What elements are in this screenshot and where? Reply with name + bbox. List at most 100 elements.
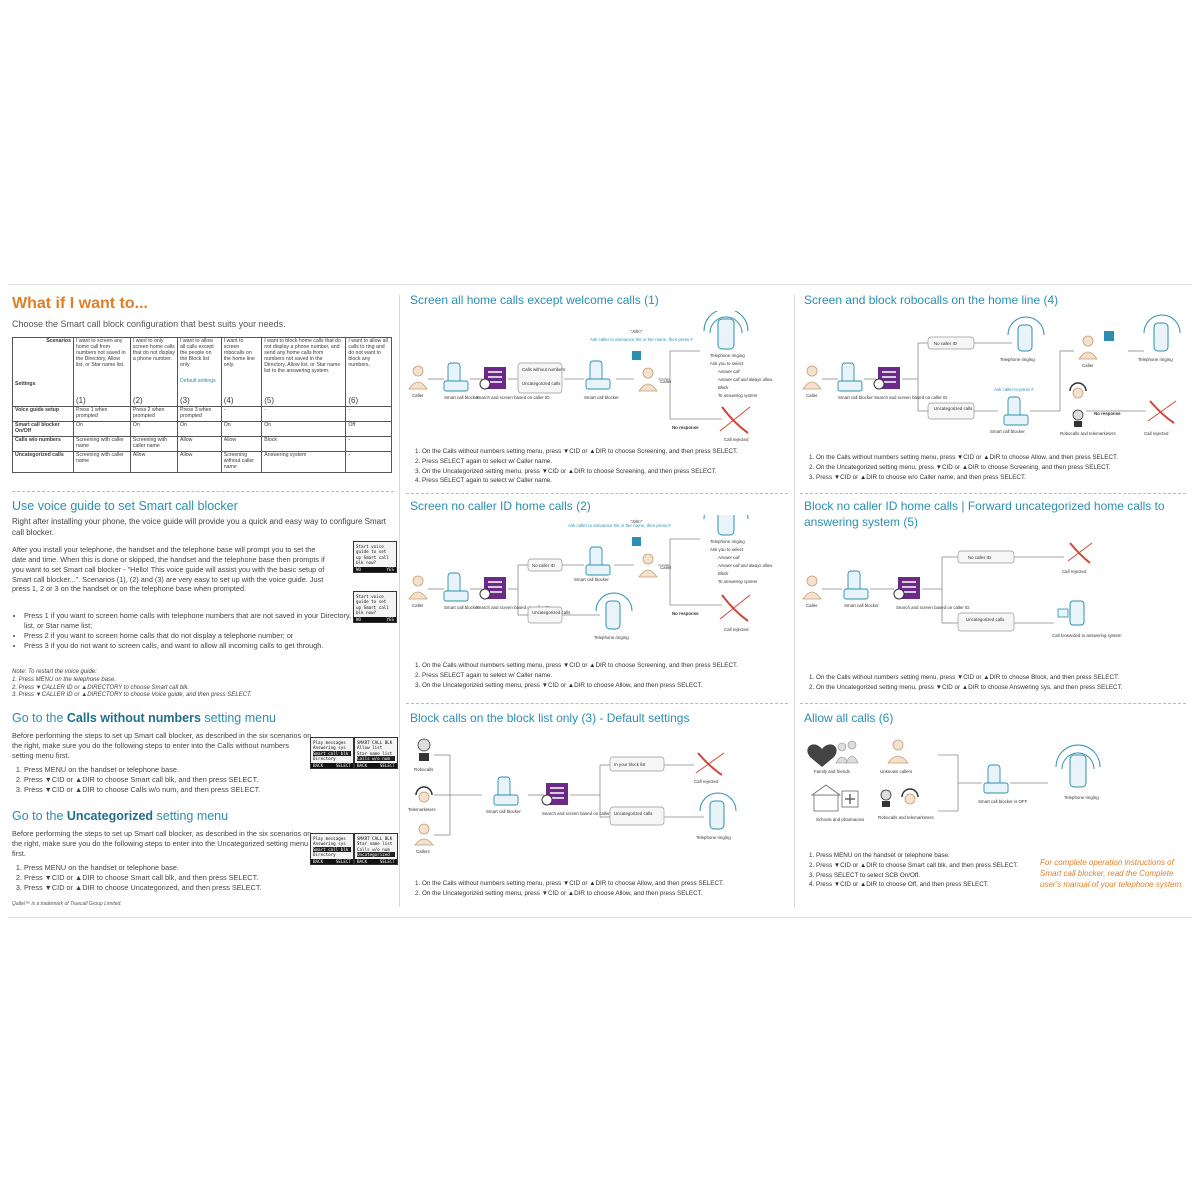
svg-text:Ask you to select: Ask you to select	[710, 547, 744, 552]
scenario-6-title: Allow all calls (6)	[804, 711, 894, 725]
svg-text:Search and screen based on cal: Search and screen based on caller ID	[476, 395, 549, 400]
scenario-6-diagram: Family and friends Unknown callers Schoo…	[807, 739, 1101, 822]
hash-key-icon	[632, 537, 641, 546]
svg-text:No caller ID: No caller ID	[934, 341, 957, 346]
svg-text:Search and screen based on cal: Search and screen based on caller ID	[874, 395, 947, 400]
voice-guide-intro: Right after installing your phone, the v…	[12, 517, 386, 537]
headset-icon	[1069, 382, 1087, 399]
ringing-phone-icon	[699, 792, 737, 830]
svg-text:Smart call blocker: Smart call blocker	[838, 395, 873, 400]
scenario-5-title: Block no caller ID home calls | Forward …	[804, 499, 1165, 529]
voice-guide-bullets: Press 1 if you want to screen home calls…	[12, 611, 382, 650]
svg-text:Telephone ringing: Telephone ringing	[1000, 357, 1035, 362]
rejected-phone-icon	[719, 406, 751, 434]
caller-icon	[414, 823, 434, 846]
caller-icon	[802, 365, 822, 390]
voice-guide-note: Note: To restart the voice guide: 1. Pre…	[12, 669, 252, 699]
caller-icon	[408, 575, 428, 600]
svg-text:Telephone ringing: Telephone ringing	[1138, 357, 1173, 362]
caller-icon	[1078, 335, 1098, 360]
robot-icon	[880, 789, 892, 807]
manual-reference-note: For complete operation instructions of S…	[1040, 858, 1184, 890]
scenario-4-diagram: Caller Smart call blocker Search and scr…	[802, 314, 1181, 436]
school-icon	[810, 784, 842, 812]
rejected-phone-icon	[1067, 542, 1093, 564]
svg-text:Schools and pharmacies: Schools and pharmacies	[816, 817, 865, 822]
svg-text:Ask caller to announce his or: Ask caller to announce his or her name, …	[590, 337, 693, 342]
svg-text:Telephone ringing: Telephone ringing	[1064, 795, 1099, 800]
svg-text:Telephone ringing: Telephone ringing	[594, 635, 629, 640]
table-row: Calls w/o numbers Screening with caller …	[12, 436, 392, 452]
configuration-table: Scenarios Settings I want to screen any …	[12, 337, 392, 473]
svg-text:Smart call blocker: Smart call blocker	[844, 603, 879, 608]
ringing-phone-icon	[1007, 316, 1045, 352]
left-column: What if I want to... Choose the Smart ca…	[8, 285, 398, 917]
svg-text:Call rejected: Call rejected	[724, 437, 749, 442]
svg-text:No caller ID: No caller ID	[968, 555, 991, 560]
scenario-header-2: I want to only screen home calls that do…	[129, 337, 179, 407]
svg-text:Smart call blocker: Smart call blocker	[486, 809, 521, 814]
search-list-icon	[479, 367, 506, 390]
svg-text:Smart call blocker is OFF: Smart call blocker is OFF	[978, 799, 1028, 804]
svg-text:To answering system: To answering system	[718, 393, 758, 398]
phone-icon	[585, 360, 611, 390]
svg-text:Block: Block	[718, 385, 729, 390]
divider	[406, 493, 788, 494]
ringing-phone-icon	[703, 311, 749, 350]
svg-text:Call rejected: Call rejected	[1144, 431, 1169, 436]
ringing-phone-icon	[1143, 314, 1181, 352]
table-row: Uncategorized calls Screening with calle…	[12, 451, 392, 473]
svg-text:Telephone ringing: Telephone ringing	[710, 539, 745, 544]
uncategorized-steps: Press MENU on the handset or telephone b…	[12, 863, 312, 893]
svg-text:Smart call blocker: Smart call blocker	[584, 395, 619, 400]
scenario-1-steps: On the Calls without numbers setting men…	[408, 447, 738, 486]
unknown-caller-icon	[887, 739, 909, 764]
divider	[800, 493, 1186, 494]
scenario-5-diagram: Caller Smart call blocker Search and scr…	[802, 542, 1122, 638]
family-icon	[835, 740, 859, 764]
svg-text:Telephone ringing: Telephone ringing	[710, 353, 745, 358]
brochure-page: What if I want to... Choose the Smart ca…	[8, 284, 1192, 918]
svg-text:Search and screen based on cal: Search and screen based on caller ID	[476, 605, 549, 610]
phone-icon	[843, 570, 869, 600]
divider	[800, 703, 1186, 704]
svg-text:Call forwarded to answering sy: Call forwarded to answering system	[1052, 633, 1122, 638]
svg-text:Family and friends: Family and friends	[814, 769, 851, 774]
hash-key-icon	[632, 351, 641, 360]
caller-icon	[802, 575, 822, 600]
svg-text:Search and screen based on cal: Search and screen based on caller ID	[542, 811, 615, 816]
svg-text:Calls without numbers: Calls without numbers	[522, 367, 566, 372]
ringing-phone-icon	[1055, 744, 1101, 788]
svg-text:Block: Block	[718, 571, 729, 576]
svg-text:Caller: Caller	[806, 603, 818, 608]
caller-icon	[638, 553, 658, 578]
phone-icon	[443, 362, 469, 392]
divider	[406, 703, 788, 704]
svg-text:Smart call blocker: Smart call blocker	[990, 429, 1025, 434]
svg-text:Search and screen based on cal: Search and screen based on caller ID	[896, 605, 969, 610]
calls-without-numbers-heading: Go to the Calls without numbers setting …	[12, 711, 276, 725]
rejected-phone-icon	[719, 594, 751, 622]
divider	[12, 491, 394, 492]
svg-text:In your block list: In your block list	[614, 762, 646, 767]
svg-text:"John": "John"	[630, 519, 643, 524]
svg-text:Robocalls: Robocalls	[414, 767, 434, 772]
search-list-icon	[479, 577, 506, 600]
svg-text:Caller: Caller	[412, 603, 424, 608]
scenario-5-steps: On the Calls without numbers setting men…	[802, 673, 1122, 693]
table-corner: Scenarios Settings	[12, 337, 74, 407]
caller-icon	[638, 367, 658, 392]
svg-text:Telemarketers: Telemarketers	[408, 807, 436, 812]
scenario-1-diagram: Caller Smart call blocker Search and scr…	[408, 311, 773, 442]
svg-text:No caller ID: No caller ID	[532, 563, 555, 568]
caller-icon	[408, 365, 428, 390]
phone-icon	[837, 362, 863, 392]
page-title: What if I want to...	[12, 295, 148, 312]
svg-text:Call rejected: Call rejected	[724, 627, 749, 632]
